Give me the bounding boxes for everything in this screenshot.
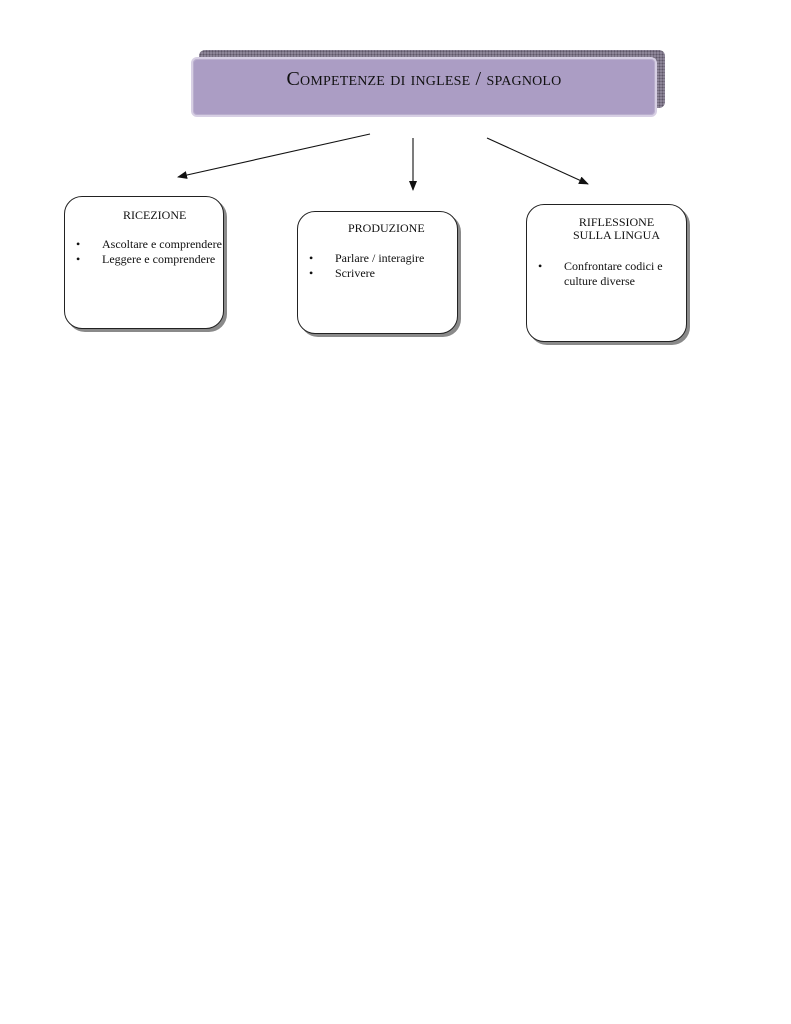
connector-arrows xyxy=(177,133,589,191)
box-title-ricezione: RICEZIONE xyxy=(123,208,187,222)
list-item: Confrontare codici e culture diverse xyxy=(538,259,686,288)
arrow-to-ricezione xyxy=(177,133,371,179)
item-list-ricezione: Ascoltare e comprendere Leggere e compre… xyxy=(76,237,223,266)
list-item: Ascoltare e comprendere xyxy=(76,237,223,252)
item-list-produzione: Parlare / interagire Scrivere xyxy=(309,251,457,280)
box-ricezione: RICEZIONE Ascoltare e comprendere Legger… xyxy=(64,196,224,329)
box-produzione: PRODUZIONE Parlare / interagire Scrivere xyxy=(297,211,458,334)
box-title-riflessione: RIFLESSIONE SULLA LINGUA xyxy=(573,215,660,242)
diagram-title: Competenze di inglese / spagnolo xyxy=(286,67,562,90)
list-item: Scrivere xyxy=(309,266,457,281)
list-item: Leggere e comprendere xyxy=(76,252,223,267)
arrow-to-riflessione xyxy=(486,137,589,185)
list-item: Parlare / interagire xyxy=(309,251,457,266)
item-list-riflessione: Confrontare codici e culture diverse xyxy=(538,259,686,288)
header-banner: Competenze di inglese / spagnolo xyxy=(191,57,657,117)
box-riflessione: RIFLESSIONE SULLA LINGUA Confrontare cod… xyxy=(526,204,687,342)
box-title-produzione: PRODUZIONE xyxy=(348,221,425,235)
